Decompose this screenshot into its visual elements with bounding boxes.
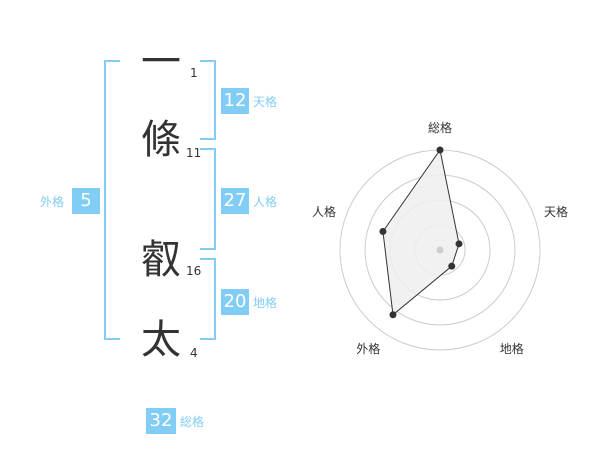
- stroke-count-3: 16: [186, 264, 202, 278]
- stroke-count-1: 1: [190, 66, 198, 80]
- jinkaku-bracket: [200, 148, 216, 250]
- jinkaku-label: 人格: [253, 195, 278, 209]
- radar-axis-label-1: 総格: [428, 121, 453, 135]
- chikaku-label: 地格: [253, 296, 278, 310]
- radar-point-2: [455, 240, 463, 248]
- tenkaku-value: 12: [221, 88, 249, 114]
- radar-point-4: [389, 311, 397, 319]
- name-char-2: 條: [141, 117, 181, 163]
- radar-axis-label-2: 天格: [544, 205, 569, 220]
- radar-axis-label-5: 人格: [311, 205, 336, 220]
- radar-point-3: [448, 262, 456, 270]
- tenkaku-label: 天格: [253, 95, 278, 109]
- radar-point-1: [436, 146, 444, 154]
- gaikaku-bracket: [104, 60, 120, 340]
- gaikaku-value: 5: [72, 188, 100, 214]
- jinkaku-value: 27: [221, 188, 249, 214]
- tenkaku-bracket: [200, 60, 216, 140]
- radar-point-5: [379, 227, 387, 235]
- name-char-1: 一: [141, 39, 181, 85]
- soukaku-label: 総格: [180, 415, 205, 429]
- name-char-3: 叡: [141, 237, 181, 283]
- gaikaku-label: 外格: [40, 195, 65, 209]
- radar-series-polygon: [382, 148, 460, 316]
- chikaku-value: 20: [221, 289, 249, 315]
- chikaku-bracket: [200, 258, 216, 340]
- stroke-count-2: 11: [186, 146, 202, 160]
- soukaku-value: 32: [146, 408, 176, 434]
- radar-axis-label-3: 地格: [499, 341, 524, 356]
- radar-axis-label-4: 外格: [356, 341, 381, 356]
- radar-center-dot: [436, 246, 444, 254]
- stroke-count-4: 4: [190, 346, 198, 360]
- name-char-4: 太: [141, 317, 181, 363]
